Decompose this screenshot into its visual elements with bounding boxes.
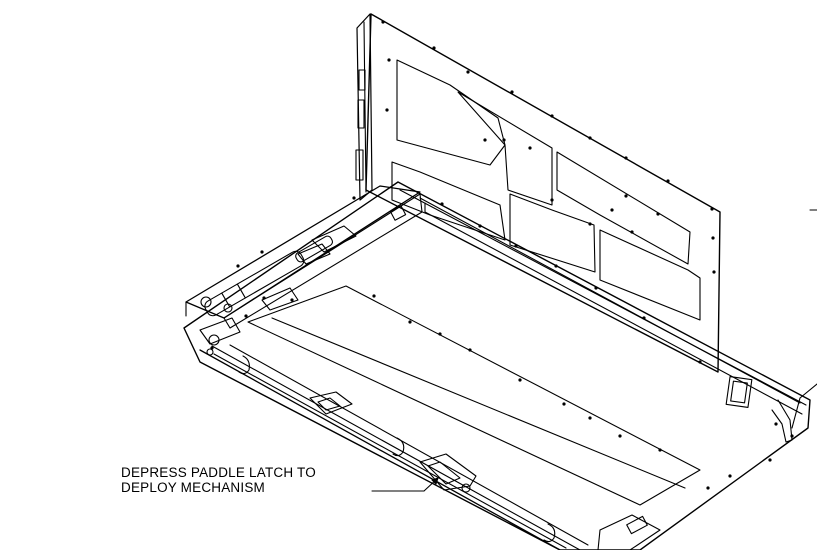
- callout-line-2: DEPLOY MECHANISM: [121, 480, 265, 495]
- callout-leaders: [371, 209, 817, 492]
- base-tray: [183, 181, 811, 550]
- tray-fasteners: [210, 202, 794, 490]
- back-panel: [355, 13, 721, 373]
- callout-line-1: DEPRESS PADDLE LATCH TO: [121, 465, 316, 480]
- panel-fasteners: [381, 20, 716, 274]
- paddle-latch-callout: DEPRESS PADDLE LATCH TO DEPLOY MECHANISM: [121, 465, 316, 495]
- deploy-mechanism: [185, 185, 423, 356]
